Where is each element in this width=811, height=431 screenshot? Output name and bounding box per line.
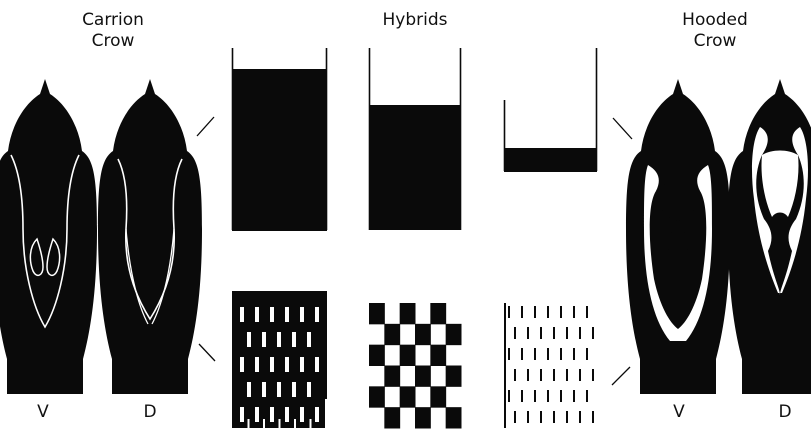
pattern-block-dark <box>232 303 325 428</box>
hooded-ventral-leg-marking <box>666 226 690 270</box>
hooded-dorsal-mantle-patch <box>752 127 808 295</box>
connector-hooded-top <box>612 117 633 140</box>
pattern-block-checker <box>369 303 462 429</box>
view-label-hooded-dorsal: D <box>778 402 792 422</box>
carrion-ventral-patch-outline <box>10 154 80 329</box>
carrion-ventral-leg-marking <box>29 237 61 277</box>
connector-carrion-top <box>196 116 215 137</box>
heading-hooded-line2: Crow <box>693 31 737 51</box>
hooded-dorsal-back-patch <box>761 150 799 217</box>
heading-carrion-line2: Crow <box>91 31 135 51</box>
connector-carrion-bottom <box>198 343 216 362</box>
heading-carrion-line1: Carrion <box>82 10 144 30</box>
carrion-dorsal-wing-line <box>125 228 175 325</box>
view-label-carrion-dorsal: D <box>143 402 157 422</box>
hybrid-bar-dark-fill <box>232 69 327 230</box>
hybrid-bar-medium <box>368 48 462 230</box>
carrion-crow-dorsal-figure <box>98 79 202 394</box>
hooded-crow-ventral-figure <box>626 79 730 394</box>
hybrid-bar-medium-fill <box>369 105 461 230</box>
heading-hooded-line1: Hooded <box>682 10 748 30</box>
pattern-block-light <box>504 303 597 428</box>
view-label-hooded-ventral: V <box>673 402 685 422</box>
heading-hybrids: Hybrids <box>382 10 448 30</box>
connector-hooded-bottom <box>611 366 631 386</box>
carrion-dorsal-patch-outline <box>117 158 183 321</box>
carrion-crow-ventral-figure <box>0 79 97 394</box>
hooded-ventral-grey-patch <box>644 165 712 341</box>
heading-hooded-crow: Hooded Crow <box>660 10 770 52</box>
hybrid-bar-light <box>503 48 598 172</box>
hooded-ventral-black-bib <box>656 182 700 221</box>
hooded-crow-dorsal-figure <box>728 79 811 394</box>
heading-carrion-crow: Carrion Crow <box>58 10 168 52</box>
hybrid-bar-light-fill <box>504 148 597 172</box>
view-label-carrion-ventral: V <box>37 402 49 422</box>
